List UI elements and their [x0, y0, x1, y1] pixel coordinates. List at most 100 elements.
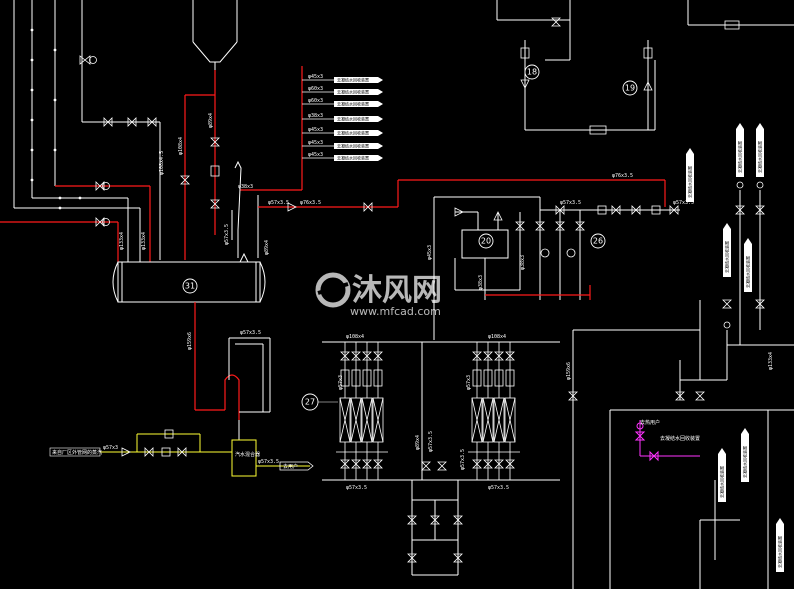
- watermark-text: 沐风网: [352, 273, 442, 308]
- product-tag-box: [718, 448, 726, 502]
- vessel-31-tag: 31: [185, 282, 195, 291]
- stream-tag-label: 去凝结水回收装置: [337, 143, 369, 149]
- pipe-label-v-20-c: φ38x3: [520, 255, 526, 270]
- exchanger-cross: [350, 397, 362, 443]
- exchanger-cross: [339, 397, 351, 443]
- left-dot-markers: [30, 28, 82, 210]
- pipe-label-hdr-top-left-small: φ57x3.5: [240, 330, 261, 336]
- gauge-left: [540, 248, 550, 258]
- stream-tag-box: [334, 130, 383, 136]
- stream-pipe-label: φ45x3: [308, 152, 323, 158]
- exchanger-meter: [373, 369, 383, 387]
- left-pipe-bundle: [13, 0, 161, 262]
- top-right-piping: [496, 0, 794, 131]
- vessel-inlet-lines: [231, 160, 259, 258]
- pipe-label-v-cols-a: φ57x3: [338, 375, 344, 390]
- exchanger-meter: [494, 369, 504, 387]
- pipe-label-v-left-3: φ133x4: [141, 232, 147, 250]
- stream-tag-box: [334, 101, 383, 107]
- exchanger-valve: [505, 351, 515, 361]
- exchanger-valve: [340, 351, 350, 361]
- pipe-label-bottom-left: φ57x3.5: [346, 485, 367, 491]
- unit-26-tag: 26: [593, 237, 603, 246]
- pipe-label-v-20-b: φ38x3: [478, 275, 484, 290]
- stream-pipe-label: φ60x3: [308, 98, 323, 104]
- hopper-red-lines: [184, 70, 216, 260]
- pipe-label-h-right-short: φ57x3.5: [673, 200, 694, 206]
- stream-pipe-label: φ45x3: [308, 140, 323, 146]
- pipe-label-h-red-2: φ57x3.5: [268, 200, 289, 206]
- magenta-note: 去凝结水回收装置: [660, 435, 700, 442]
- product-tag-box: [723, 223, 731, 277]
- pipe-label-v-20-a: φ45x3: [427, 245, 433, 260]
- exchanger-meter: [505, 369, 515, 387]
- pipe-label-v-mid-2: φ89x4: [208, 113, 214, 128]
- exchanger-cross: [493, 397, 505, 443]
- unit-20-tag: 20: [481, 237, 491, 246]
- product-tag-box: [756, 123, 764, 177]
- pump-manifold: [411, 480, 459, 576]
- product-tag-box: [776, 518, 784, 572]
- exchanger-headers: [322, 341, 560, 481]
- exchanger-bank-right: [468, 342, 520, 480]
- stream-tag-label: 去凝结水回收装置: [337, 89, 369, 95]
- pump-19-tag: 19: [625, 84, 635, 93]
- left-valve-circles: [89, 56, 110, 226]
- mixer-box: [231, 439, 257, 477]
- product-tag-label: 去凝结水回收装置: [719, 466, 725, 498]
- stream-tag-label: 去凝结水回收装置: [337, 155, 369, 161]
- exchanger-outlet-valve: [472, 459, 482, 469]
- pipe-label-v-mid-1: φ108x4: [178, 137, 184, 155]
- pipe-label-hdr-top-right: φ108x4: [488, 334, 506, 340]
- product-tag-label: 去凝结水回收装置: [742, 446, 748, 478]
- pump-valves: [407, 461, 463, 563]
- red-header-right: [258, 179, 666, 208]
- exchanger-valve: [362, 351, 372, 361]
- top-right-valves: [520, 17, 740, 135]
- product-tag-label: 去凝结水回收装置: [687, 166, 693, 198]
- unit-20-valves: [515, 205, 679, 231]
- exchanger-outlet-valve: [373, 459, 383, 469]
- pipe-label-hdr-bot-left: φ57x3.5: [428, 431, 434, 452]
- left-valves: [79, 55, 157, 227]
- vessel-31: [112, 252, 266, 303]
- product-tag-box: [744, 238, 752, 292]
- pipe-label-v-right-2: φ133x4: [768, 352, 774, 370]
- pipe-label-v-cols-b: φ57x3: [466, 375, 472, 390]
- unit-20-lines: [433, 196, 680, 340]
- product-tag-label: 去凝结水回收装置: [757, 141, 763, 173]
- stream-tag-box: [334, 155, 383, 161]
- watermark: 沐风网 www.mfcad.com: [315, 272, 442, 318]
- exchanger-meter: [472, 369, 482, 387]
- exchanger-valve: [351, 351, 361, 361]
- pump-19-tag-circle: [622, 80, 638, 96]
- exchanger-meter: [340, 369, 350, 387]
- magenta-valve-group: [634, 420, 700, 462]
- pipe-label-h-57-b: φ57x3.5: [560, 200, 581, 206]
- product-tag-box: [741, 428, 749, 482]
- top-hopper: [192, 0, 238, 70]
- right-valves: [568, 181, 765, 401]
- pipe-label-out: φ57x3.5: [258, 459, 279, 465]
- gauge-right: [566, 248, 576, 258]
- stream-tag-box: [334, 89, 383, 95]
- stream-pipe-label: φ45x3: [308, 127, 323, 133]
- exchanger-outlet-valve: [340, 459, 350, 469]
- pump-18-tag: 18: [527, 68, 537, 77]
- pipe-label-hdr-bot-right: φ57x3.5: [460, 449, 466, 470]
- stream-list-arrows: [302, 79, 334, 159]
- pipe-label-v-left-1: φ108x4.5: [159, 151, 165, 175]
- pipe-label-top-right: φ76x3.5: [612, 173, 633, 179]
- unit-20-red: [485, 285, 591, 300]
- unit-20-up-arrow: [493, 211, 503, 221]
- stream-tag-label: 去凝结水回收装置: [337, 116, 369, 122]
- stream-list-lines: [240, 66, 303, 191]
- product-tag-label: 去凝结水回收装置: [745, 256, 751, 288]
- right-product-tags: 去凝结水回收装置去凝结水回收装置去凝结水回收装置去凝结水回收装置去凝结水回收装置…: [686, 123, 784, 572]
- exchanger-outlet-valve: [483, 459, 493, 469]
- pipe-label-v-right-main: φ159x6: [566, 362, 572, 380]
- feed-in-tag-box: [49, 447, 101, 457]
- exchanger-valve: [494, 351, 504, 361]
- pipe-label-v-89: φ89x4: [415, 435, 421, 450]
